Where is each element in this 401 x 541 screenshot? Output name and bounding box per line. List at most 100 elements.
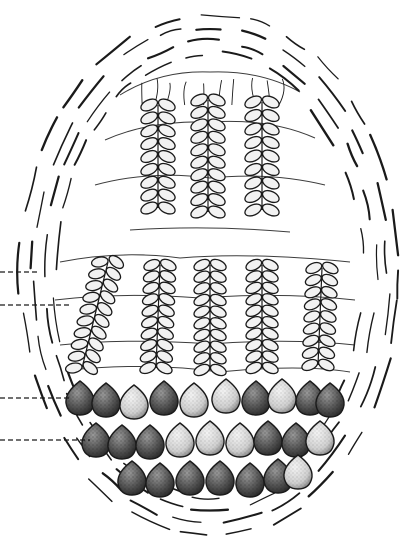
egg xyxy=(120,385,148,419)
wall-fiber xyxy=(348,144,358,166)
egg xyxy=(254,421,282,455)
wall-fiber xyxy=(122,66,141,81)
chain-segment xyxy=(65,362,83,375)
chain-segment xyxy=(192,339,211,355)
chain-segment xyxy=(189,104,209,121)
chain-segment xyxy=(157,200,177,217)
chain-segment xyxy=(207,179,227,196)
wall-fiber xyxy=(45,235,48,277)
egg xyxy=(196,421,224,455)
egg-stipple xyxy=(150,381,178,415)
chain-segment xyxy=(207,204,227,221)
chain-segment xyxy=(155,349,174,365)
chain-segment xyxy=(207,104,227,121)
chain-segment xyxy=(244,257,263,273)
egg xyxy=(108,425,136,459)
chain-segment xyxy=(244,349,263,365)
chain-segment xyxy=(243,94,263,111)
chain-segment xyxy=(244,269,263,285)
wall-fiber xyxy=(251,19,270,26)
chain-segment xyxy=(68,350,86,363)
chain-segment xyxy=(209,280,228,296)
wall-fiber xyxy=(63,179,71,208)
egg xyxy=(166,423,194,457)
chain-segment xyxy=(139,200,159,217)
wall-fiber xyxy=(42,117,57,150)
wall-fiber xyxy=(385,241,387,273)
chain-segment xyxy=(303,285,322,300)
chain-segment xyxy=(189,154,209,171)
wall-fiber xyxy=(161,29,181,35)
wall-fiber xyxy=(352,130,363,153)
chain-segment xyxy=(317,345,336,361)
wall-fiber xyxy=(96,37,129,65)
chain-segment xyxy=(261,269,280,285)
wall-fiber xyxy=(376,245,378,280)
wall-fiber xyxy=(348,373,359,401)
chain-segment xyxy=(189,179,209,196)
chain-segment xyxy=(189,141,209,158)
chain-segment xyxy=(261,280,280,296)
chain-segment xyxy=(304,260,323,275)
wall-fiber xyxy=(283,50,305,66)
egg-stipple xyxy=(226,423,254,457)
chain-segment xyxy=(189,191,209,208)
chain-segment xyxy=(243,175,263,192)
wall-fiber xyxy=(87,92,109,122)
membrane-strand xyxy=(232,79,234,105)
wall-fiber xyxy=(370,135,386,180)
chain-segment xyxy=(207,129,227,146)
lower-chain-1 xyxy=(65,253,126,377)
chain-segment xyxy=(261,349,280,365)
chain-segment xyxy=(244,326,263,342)
chain-segment xyxy=(261,326,280,342)
wall-fiber xyxy=(64,438,78,459)
chain-segment xyxy=(207,92,227,109)
wall-fiber xyxy=(34,281,37,320)
chain-segment xyxy=(139,349,158,364)
chain-segment xyxy=(192,327,211,343)
wall-fiber xyxy=(56,356,64,381)
chain-segment xyxy=(141,280,160,295)
chain-segment xyxy=(244,291,263,307)
chain-segment xyxy=(320,272,339,288)
chain-segment xyxy=(192,280,211,296)
chain-segment xyxy=(243,161,263,178)
egg-stipple xyxy=(176,461,204,495)
chain-segment xyxy=(192,257,211,273)
chain-segment xyxy=(261,337,280,353)
chain-segment xyxy=(244,280,263,296)
chain-segment xyxy=(138,360,157,375)
wall-fiber xyxy=(287,37,305,50)
egg xyxy=(206,461,234,495)
wall-fiber xyxy=(35,376,47,409)
wall-fiber xyxy=(63,80,82,107)
chain-segment xyxy=(76,315,94,328)
chain-segment xyxy=(207,117,227,134)
chain-segment xyxy=(261,188,281,205)
wall-fiber xyxy=(375,358,391,407)
chain-segment xyxy=(300,357,319,372)
egg xyxy=(242,381,270,415)
wall-fiber xyxy=(31,242,33,269)
egg-stipple xyxy=(236,463,264,497)
wall-fiber xyxy=(48,386,61,416)
egg xyxy=(180,383,208,417)
upper-chain-3 xyxy=(243,94,281,219)
membrane-strand xyxy=(184,82,186,105)
chain-segment xyxy=(189,129,209,146)
egg-stipple xyxy=(108,425,136,459)
chain-segment xyxy=(301,345,320,360)
chain-segment xyxy=(319,296,338,312)
wall-fiber xyxy=(89,479,112,501)
chain-segment xyxy=(73,326,91,339)
egg xyxy=(92,383,120,417)
egg xyxy=(146,463,174,497)
chain-segment xyxy=(244,337,263,353)
upper-chain-row xyxy=(139,92,281,221)
upper-chain-1 xyxy=(139,97,177,217)
chain-segment xyxy=(189,92,209,109)
chain-segment xyxy=(243,202,263,219)
